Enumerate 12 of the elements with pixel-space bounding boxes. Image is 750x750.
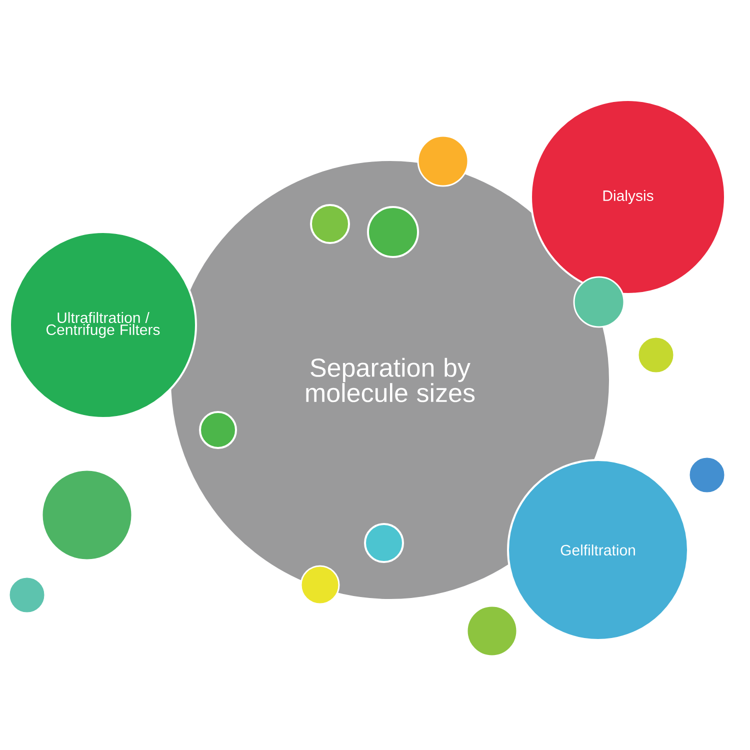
inner-bubble (310, 204, 350, 244)
bubble (8, 576, 46, 614)
bubble (41, 469, 133, 561)
bubble (688, 456, 726, 494)
bubble (300, 565, 340, 605)
inner-bubble (364, 523, 404, 563)
bubble (637, 336, 675, 374)
inner-bubble (199, 411, 237, 449)
inner-bubble (367, 206, 419, 258)
bubble (417, 135, 469, 187)
bubble (573, 276, 625, 328)
bubble (466, 605, 518, 657)
